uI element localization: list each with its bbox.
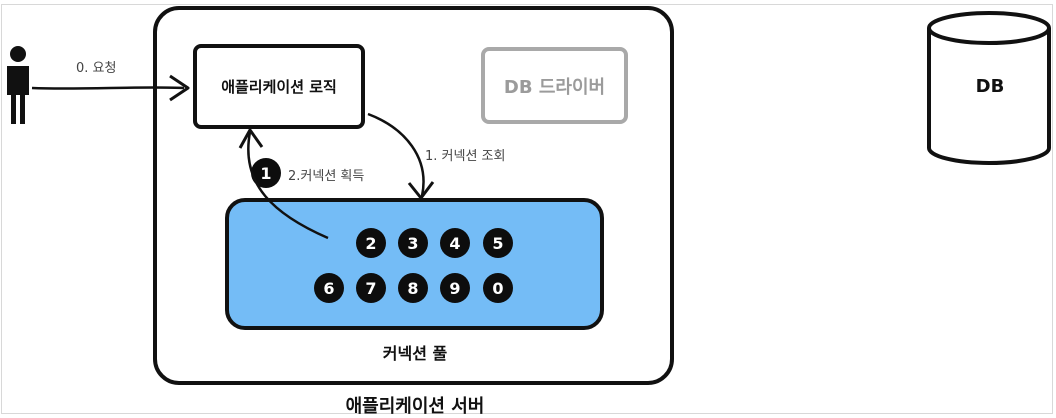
application-logic-label: 애플리케이션 로직 (221, 78, 337, 96)
connection-5: 5 (483, 228, 513, 258)
connection-8: 8 (398, 273, 428, 303)
canvas-frame (1, 4, 1053, 414)
lookup-arrowhead (407, 181, 435, 200)
lookup-arrow (367, 112, 425, 197)
database-label: DB (975, 76, 1005, 97)
request-arrowhead (169, 74, 190, 102)
connection-4: 4 (440, 228, 470, 258)
acquire-arrow (247, 131, 329, 240)
application-server-label: 애플리케이션 서버 (345, 396, 485, 417)
db-driver-label: DB 드라이버 (503, 76, 606, 98)
step-lookup-label: 1. 커넥션 조회 (425, 149, 506, 164)
step-request-label: 0. 요청 (76, 61, 117, 76)
db-driver-box: DB 드라이버 (481, 47, 628, 124)
request-arrow (31, 86, 185, 90)
database-cylinder-icon (927, 11, 1051, 165)
connection-2: 2 (356, 228, 386, 258)
connection-9: 9 (440, 273, 470, 303)
application-logic-box: 애플리케이션 로직 (193, 44, 365, 129)
connection-0: 0 (483, 273, 513, 303)
acquire-arrowhead (238, 128, 264, 149)
connection-7: 7 (356, 273, 386, 303)
connection-3: 3 (398, 228, 428, 258)
user-icon (7, 46, 29, 124)
connection-pool-label: 커넥션 풀 (382, 344, 448, 363)
connection-pool-box (225, 198, 604, 330)
step-acquire-label: 2.커넥션 획득 (288, 169, 365, 184)
connection-6: 6 (314, 273, 344, 303)
